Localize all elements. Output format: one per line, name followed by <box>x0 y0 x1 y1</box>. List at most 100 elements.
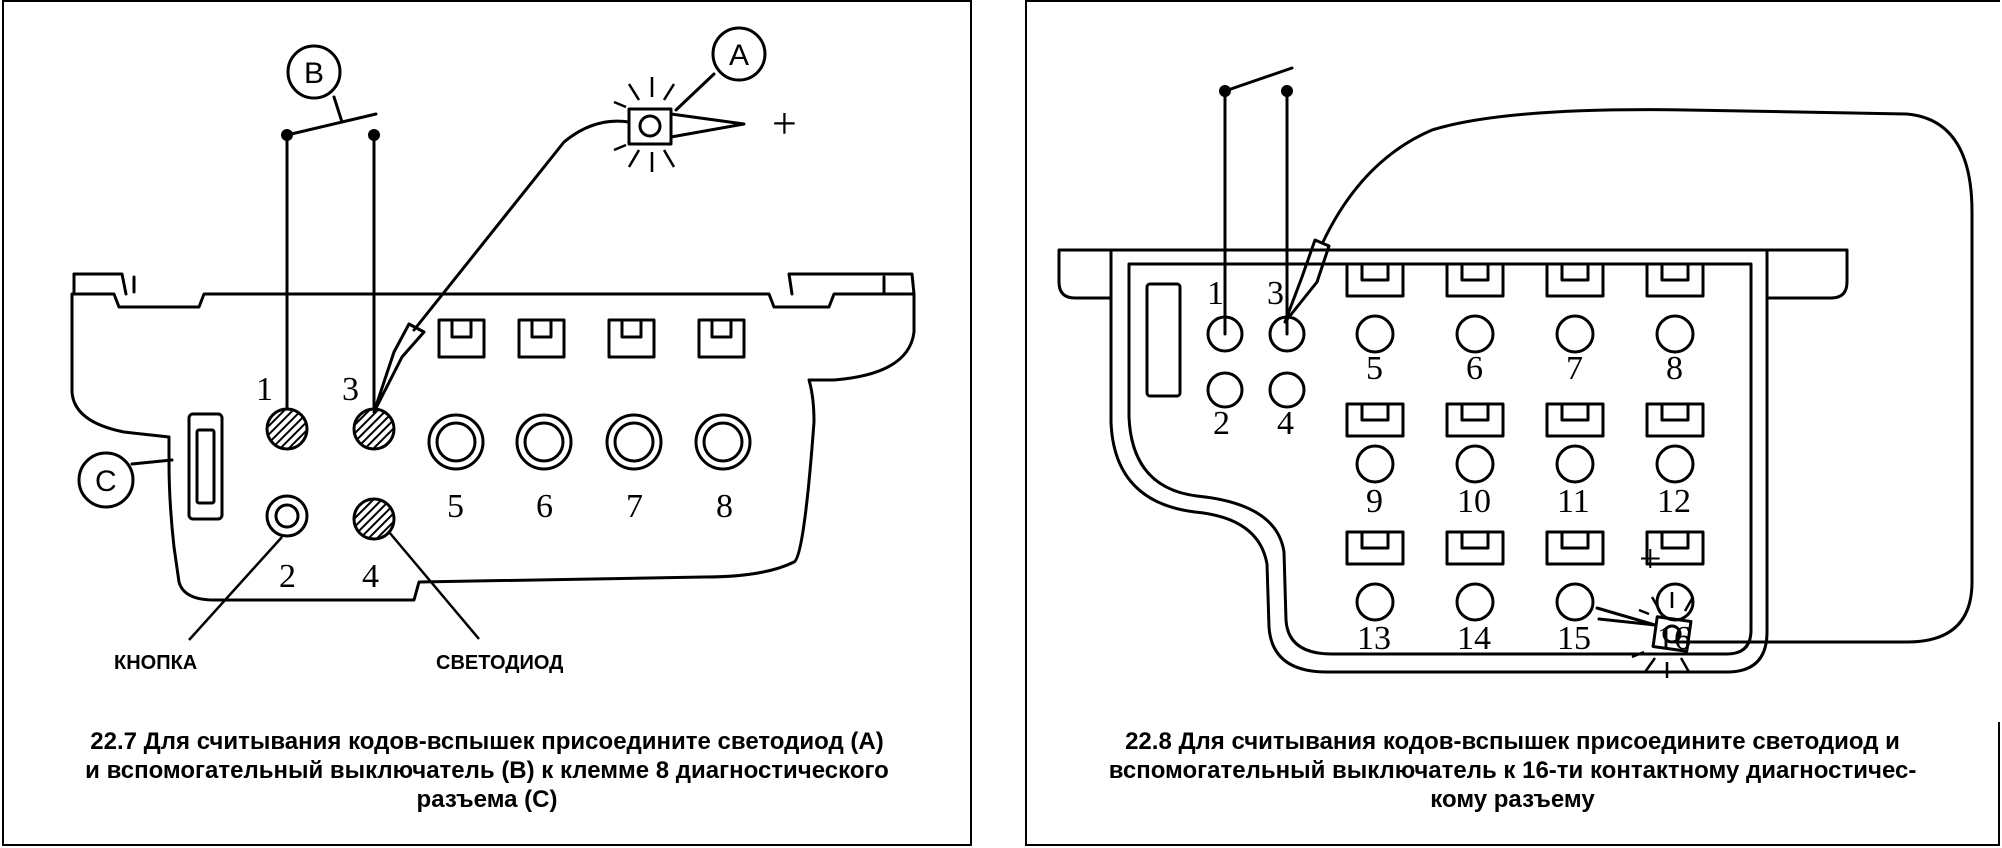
pin-4 <box>1268 371 1306 409</box>
flange-right <box>1765 248 1849 300</box>
pin-label-2: 2 <box>279 558 296 595</box>
callout-c-circle <box>77 451 135 509</box>
probe <box>372 322 426 414</box>
pin-8 <box>694 413 752 471</box>
pin-16 <box>1655 582 1695 622</box>
key-rows <box>1345 262 1705 566</box>
key-r3-c1 <box>1345 530 1405 566</box>
callout-button: КНОПКА <box>114 652 197 674</box>
wire-to-led <box>1321 108 1974 644</box>
caption-line-3: кому разъему <box>1430 786 1595 813</box>
pin-label-3: 3 <box>1267 275 1284 312</box>
callout-b-circle <box>286 44 342 100</box>
pin-label-1: 1 <box>256 371 273 408</box>
callout-a-circle <box>711 26 767 82</box>
switch-contact-b <box>1281 85 1293 97</box>
flange-left <box>1057 248 1113 300</box>
button-leader <box>188 536 283 641</box>
pin-13 <box>1355 582 1395 622</box>
pin-5 <box>1355 314 1395 354</box>
pin-label-6: 6 <box>1466 350 1483 387</box>
probe-wire <box>412 119 631 332</box>
key-r2-c4 <box>1645 402 1705 438</box>
key-r2-c2 <box>1445 402 1505 438</box>
plus-label-right: + <box>1639 536 1662 581</box>
pin-label-14: 14 <box>1457 620 1491 657</box>
pin-label-8: 8 <box>716 488 733 525</box>
pin-label-2: 2 <box>1213 405 1230 442</box>
pin-label-8: 8 <box>1666 350 1683 387</box>
switch-lever-16 <box>1223 66 1294 93</box>
pin-15 <box>1555 582 1595 622</box>
figure-caption-22-7: 22.7 Для считывания кодов-вспышек присое… <box>4 727 970 814</box>
connector-body-outline <box>70 272 916 602</box>
key-r1-c1 <box>1345 262 1405 298</box>
key-r1-c2 <box>1445 262 1505 298</box>
figure-22-7-panel: 1 2 3 4 5 6 7 8 B A + <box>2 0 972 846</box>
plus-label-left: + <box>772 99 797 148</box>
pin-label-10: 10 <box>1457 483 1491 520</box>
pin-label-6: 6 <box>536 488 553 525</box>
pin-7 <box>605 413 663 471</box>
caption-line-1: 22.7 Для считывания кодов-вспышек присое… <box>90 728 884 755</box>
pin-label-12: 12 <box>1657 483 1691 520</box>
latch-16 <box>1145 282 1182 398</box>
pin-label-3: 3 <box>342 371 359 408</box>
pin-label-4: 4 <box>362 558 379 595</box>
key-r3-c2 <box>1445 530 1505 566</box>
pin-label-5: 5 <box>447 488 464 525</box>
pin-label-1: 1 <box>1207 275 1224 312</box>
callout-b-label: B <box>304 57 324 90</box>
caption-line-3: разъема (С) <box>416 786 558 813</box>
caption-line-2: и вспомогательный выключатель (В) к клем… <box>85 757 889 784</box>
key-r2-c3 <box>1545 402 1605 438</box>
key-r3-c3 <box>1545 530 1605 566</box>
key-r3-c4 <box>1645 530 1705 566</box>
pin-2 <box>1206 371 1244 409</box>
callout-a-label: A <box>729 39 749 72</box>
caption-line-2: вспомогательный выключатель к 16-ти конт… <box>1108 757 1917 784</box>
key-r2-c1 <box>1345 402 1405 438</box>
pin-11 <box>1555 444 1595 484</box>
pin-10 <box>1455 444 1495 484</box>
pin-1 <box>265 407 309 451</box>
callout-led: СВЕТОДИОД <box>436 652 563 674</box>
caption-line-1: 22.8 Для считывания кодов-вспышек присое… <box>1125 728 1900 755</box>
pin-label-15: 15 <box>1557 620 1591 657</box>
pin-2 <box>265 494 309 538</box>
connector-latch <box>187 412 224 521</box>
connector-left-tab <box>72 272 128 296</box>
key-r1-c4 <box>1645 262 1705 298</box>
pin-7 <box>1555 314 1595 354</box>
callout-c-leader <box>130 458 174 466</box>
connector-tab-notches <box>132 275 886 294</box>
pin-label-9: 9 <box>1366 483 1383 520</box>
pin-5 <box>427 413 485 471</box>
led-16 <box>1595 592 1695 678</box>
pin-12 <box>1655 444 1695 484</box>
shell-outer <box>1109 248 1769 674</box>
pin-6 <box>515 413 573 471</box>
pin-label-7: 7 <box>1566 350 1583 387</box>
pin-label-5: 5 <box>1366 350 1383 387</box>
pin-label-4: 4 <box>1277 405 1294 442</box>
pin-label-7: 7 <box>626 488 643 525</box>
connector-latch-inner <box>195 428 216 505</box>
connector-right-tab <box>787 272 916 296</box>
figure-caption-22-8: 22.8 Для считывания кодов-вспышек присое… <box>1027 727 1998 814</box>
callout-a-leader <box>674 72 716 112</box>
pin-8 <box>1655 314 1695 354</box>
pin-3 <box>352 407 396 451</box>
pin-label-13: 13 <box>1357 620 1391 657</box>
pin-4 <box>352 497 396 541</box>
key-r1-c3 <box>1545 262 1605 298</box>
switch-leader <box>332 95 344 124</box>
led-leader <box>388 531 480 640</box>
switch-lever <box>285 112 378 137</box>
callout-c-label: C <box>95 465 117 498</box>
shell-inner <box>1127 262 1753 656</box>
pin-6 <box>1455 314 1495 354</box>
